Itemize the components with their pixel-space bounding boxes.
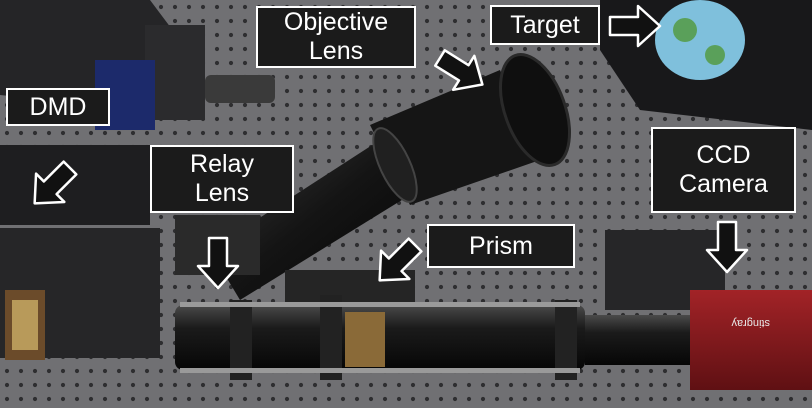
camera-brand-text: stingray [731,317,770,329]
prism-rail-assembly [175,270,695,380]
micrometer [205,75,275,103]
target-pattern [673,18,697,42]
arrow-dmd-icon [33,160,78,205]
target-disc [655,0,745,80]
relay-lens-label: Relay Lens [150,145,294,213]
target-pattern [705,45,725,65]
objective-lens-assembly [210,53,571,300]
arrow-ccd-camera-icon [705,220,749,274]
dmd-label: DMD [6,88,110,126]
arrow-objective-lens-icon [433,49,484,92]
arrow-relay-lens-icon [196,236,240,290]
objective-lens-label: Objective Lens [256,6,416,68]
target-label: Target [490,5,600,45]
arrow-target-icon [608,4,662,48]
prism-label: Prism [427,224,575,268]
arrow-prism-icon [378,237,423,282]
ccd-camera-label: CCD Camera [651,127,796,213]
dmd-chip-array [12,300,38,350]
dmd-housing [0,145,150,225]
ccd-camera: stingray [605,230,812,390]
